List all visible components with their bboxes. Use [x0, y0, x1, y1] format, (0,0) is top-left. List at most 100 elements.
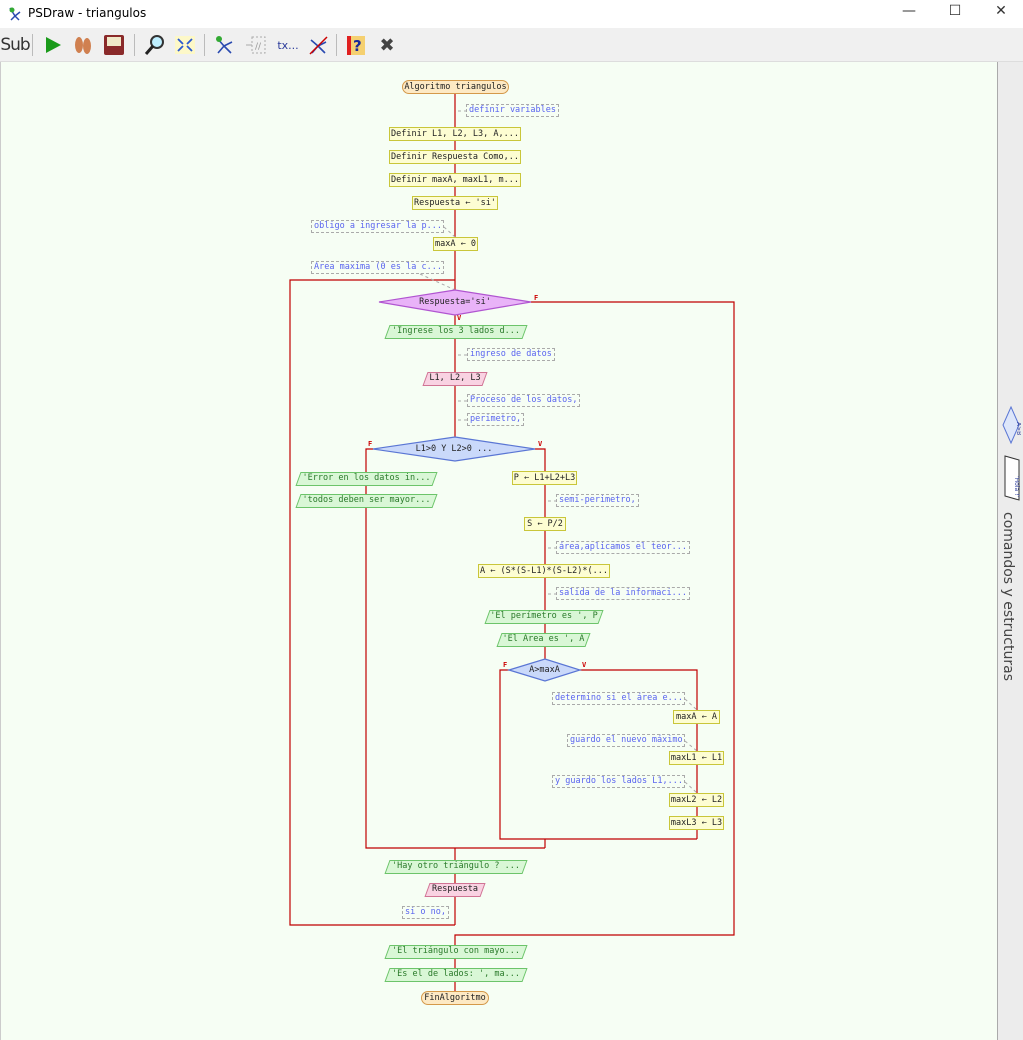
comment[interactable]: guardo el nuevo máximo — [567, 734, 685, 747]
input-text: L1, L2, L3 — [429, 373, 481, 383]
toolbar-separator — [32, 34, 33, 56]
false-label: F — [503, 661, 508, 669]
true-label: V — [538, 440, 543, 448]
output-text: 'Ingrese los 3 lados d... — [392, 326, 520, 336]
while-decision-shape — [378, 289, 532, 316]
if-true-branch — [535, 448, 546, 659]
toolbar-separator — [134, 34, 135, 56]
minimize-button[interactable]: — — [902, 3, 916, 19]
comment-button[interactable]: // — [243, 32, 269, 58]
crossed-flowchart-icon — [309, 36, 328, 55]
comment[interactable]: Proceso de los datos, — [467, 394, 581, 407]
close-button[interactable]: ✕ — [995, 3, 1007, 19]
title-bar: PSDraw - triangulos — ☐ ✕ — [0, 0, 1023, 28]
commands-panel[interactable]: A>B 'Hola !' comandos y estructuras — [997, 62, 1023, 1040]
max-false-branch — [499, 669, 697, 840]
fit-view-button[interactable] — [172, 32, 198, 58]
process-node[interactable]: Definir Respuesta Como,.. — [389, 150, 521, 164]
svg-text:A>B: A>B — [1015, 422, 1021, 435]
process-node[interactable]: S ← P/2 — [524, 517, 566, 531]
decision-shape-icon[interactable]: A>B — [1001, 405, 1021, 445]
process-node[interactable]: maxL2 ← L2 — [669, 793, 724, 807]
process-node[interactable]: A ← (S*(S-L1)*(S-L2)*(... — [478, 564, 610, 578]
max-true-branch — [580, 669, 698, 839]
input-node[interactable]: Respuesta — [424, 883, 486, 897]
connector — [454, 839, 546, 991]
comment[interactable]: ingreso de datos — [467, 348, 555, 361]
flowchart-button[interactable] — [211, 32, 237, 58]
if-decision-shape — [372, 436, 536, 462]
help-button[interactable]: ? — [343, 32, 369, 58]
comment[interactable]: y guardo los lados L1,... — [552, 775, 685, 788]
process-node[interactable]: maxL3 ← L3 — [669, 816, 724, 830]
end-node[interactable]: FinAlgoritmo — [421, 991, 489, 1005]
commands-panel-label: comandos y estructuras — [1000, 512, 1016, 681]
output-node[interactable]: 'todos deben ser mayor... — [295, 494, 438, 508]
comment[interactable]: Area maxima (0 es la c... — [311, 261, 444, 274]
toolbar-separator — [336, 34, 337, 56]
false-label: F — [534, 294, 539, 302]
start-node[interactable]: Algoritmo triangulos — [402, 80, 509, 94]
process-node[interactable]: maxA ← 0 — [433, 237, 478, 251]
process-node[interactable]: Definir L1, L2, L3, A,... — [389, 127, 521, 141]
output-text: 'El Area es ', A — [502, 634, 585, 644]
loop-exit-line — [454, 301, 735, 945]
flowchart-canvas[interactable] — [0, 62, 997, 1040]
zoom-button[interactable] — [142, 32, 168, 58]
output-node[interactable]: 'Ingrese los 3 lados d... — [384, 325, 528, 339]
svg-text:?: ? — [353, 37, 362, 55]
false-label: F — [368, 440, 373, 448]
toolbar-separator — [204, 34, 205, 56]
comment[interactable]: si o no, — [402, 906, 449, 919]
true-label: V — [582, 661, 587, 669]
close-diagram-button[interactable]: ✖ — [374, 32, 400, 58]
process-node[interactable]: Respuesta ← 'si' — [412, 196, 498, 210]
comment[interactable]: obligo a ingresar la p... — [311, 220, 444, 233]
output-text: 'Error en los datos in... — [302, 473, 431, 483]
true-label: V — [457, 314, 462, 322]
comment[interactable]: determino si el área e... — [552, 692, 685, 705]
input-node[interactable]: L1, L2, L3 — [422, 372, 488, 386]
if-condition[interactable]: L1>0 Y L2>0 ... — [415, 444, 493, 454]
comment-icon: // — [246, 36, 266, 54]
comment[interactable]: definir variables — [466, 104, 559, 117]
output-node[interactable]: 'El triángulo con mayo... — [384, 945, 528, 959]
x-icon: ✖ — [379, 34, 395, 56]
text-button[interactable]: tx... — [277, 38, 299, 52]
floppy-disk-icon — [104, 35, 124, 55]
help-icon: ? — [347, 36, 365, 55]
output-node[interactable]: 'Es el de lados: ', ma... — [384, 968, 528, 982]
svg-text:'Hola !': 'Hola !' — [1013, 476, 1020, 497]
loop-back-line — [289, 279, 455, 926]
comment[interactable]: semi-perimetro, — [556, 494, 639, 507]
output-text: 'todos deben ser mayor... — [302, 495, 431, 505]
process-node[interactable]: P ← L1+L2+L3 — [512, 471, 577, 485]
run-button[interactable] — [40, 32, 66, 58]
max-decision-shape — [506, 658, 583, 682]
output-shape-icon[interactable]: 'Hola !' — [1001, 454, 1021, 502]
subprocess-button[interactable]: Sub — [0, 35, 30, 55]
save-button[interactable] — [101, 32, 127, 58]
expand-icon — [175, 36, 195, 54]
process-node[interactable]: maxA ← A — [673, 710, 720, 724]
output-node[interactable]: 'El perímetro es ', P — [484, 610, 604, 624]
comment[interactable]: perimetro, — [467, 413, 525, 426]
output-node[interactable]: 'Hay otro triángulo ? ... — [384, 860, 528, 874]
footprints-icon — [75, 37, 91, 54]
app-icon — [9, 7, 21, 21]
window-title: PSDraw - triangulos — [28, 6, 147, 20]
process-node[interactable]: Definir maxA, maxL1, m... — [389, 173, 521, 187]
delete-shape-button[interactable] — [305, 32, 331, 58]
toolbar: Sub // tx... ? ✖ — [0, 28, 1023, 62]
output-text: 'Es el de lados: ', ma... — [392, 969, 520, 979]
while-condition[interactable]: Respuesta='si' — [419, 297, 491, 307]
output-text: 'El perímetro es ', P — [490, 611, 598, 621]
comment[interactable]: salida de la informaci... — [556, 587, 690, 600]
output-node[interactable]: 'El Area es ', A — [496, 633, 591, 647]
process-node[interactable]: maxL1 ← L1 — [669, 751, 724, 765]
output-node[interactable]: 'Error en los datos in... — [295, 472, 438, 486]
max-condition[interactable]: A>maxA — [529, 665, 560, 675]
step-button[interactable] — [70, 32, 96, 58]
comment[interactable]: área,aplicamos el teor... — [556, 541, 690, 554]
maximize-button[interactable]: ☐ — [948, 3, 962, 19]
